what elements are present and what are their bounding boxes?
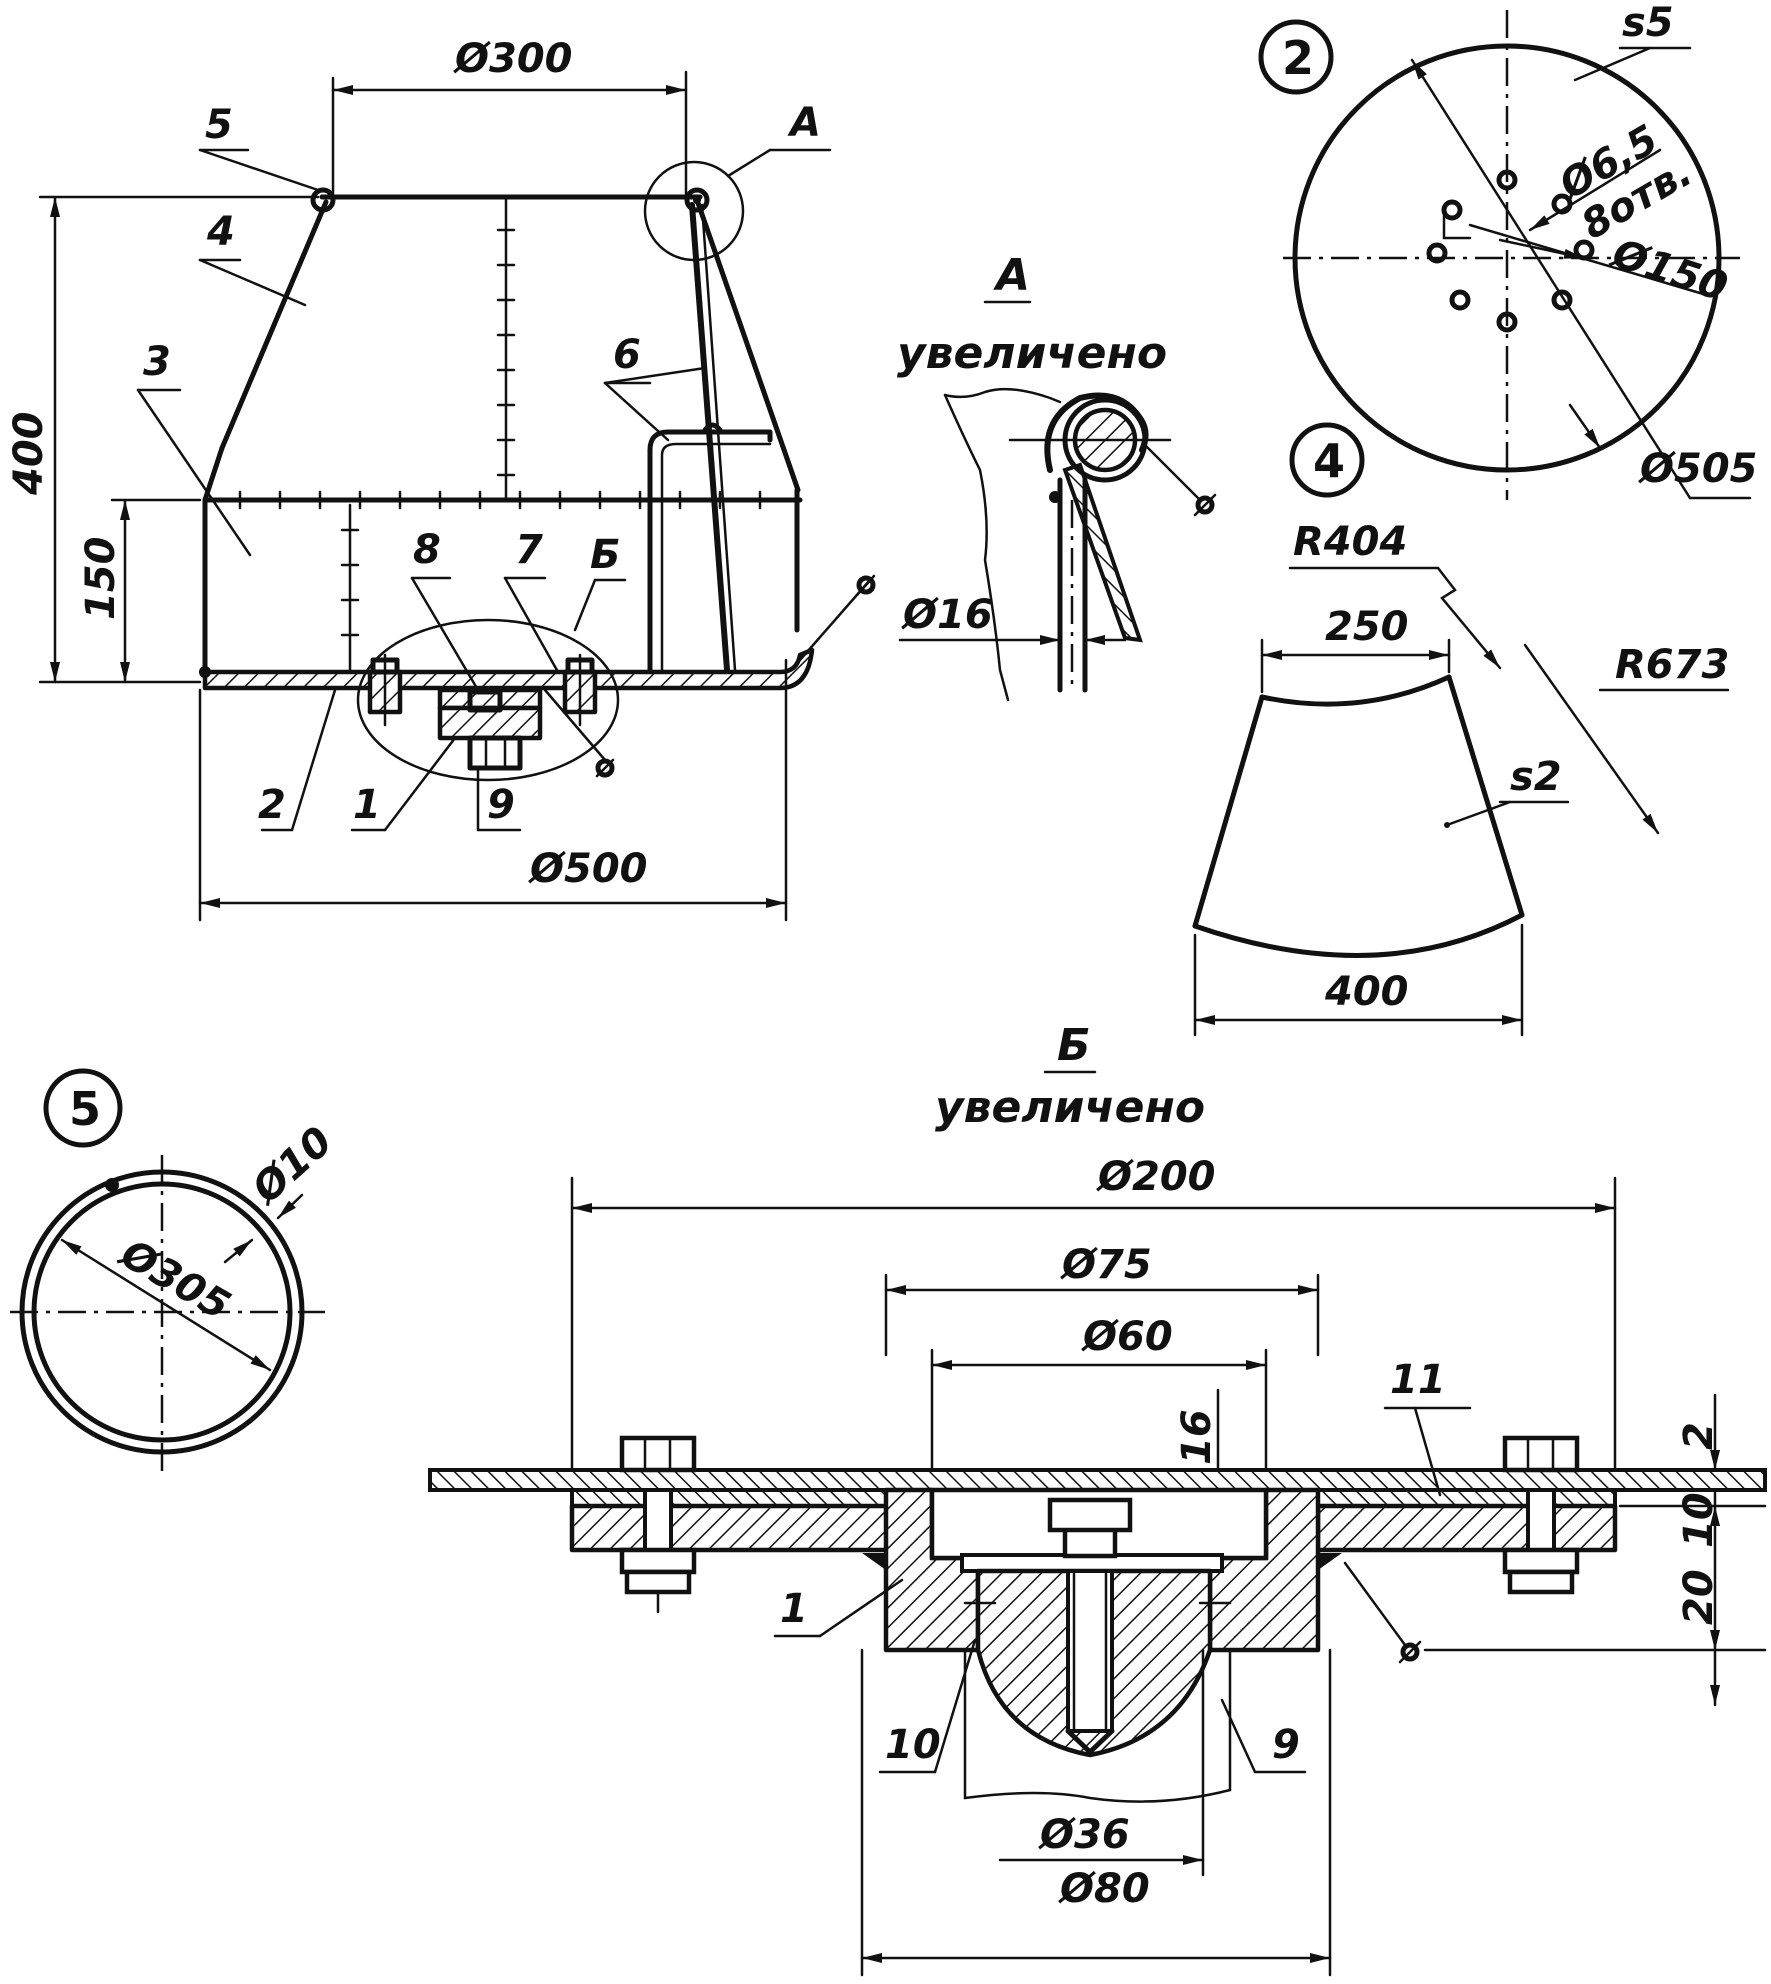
detail-b-callout-ellipse — [356, 618, 620, 782]
detail-a-title-letter: А — [993, 250, 1030, 301]
detail-b-dim-16: 16 — [1174, 1409, 1220, 1465]
dim-height-150: 150 — [78, 537, 124, 621]
main-part-8: 8 — [413, 527, 441, 573]
main-part-1: 1 — [353, 782, 381, 828]
dim-dia-500: Ø500 — [528, 846, 648, 892]
part-5-ring-view: 5 Ø305 Ø10 — [10, 1068, 341, 1475]
part-4-r-673: R673 — [1615, 642, 1729, 688]
detail-b-dim-20: 20 — [1676, 1569, 1722, 1625]
part-4-dim-400: 400 — [1324, 969, 1409, 1015]
part-4-number: 4 — [1313, 434, 1345, 488]
main-part-6: 6 — [613, 332, 641, 378]
detail-b-dim-60: Ø60 — [1081, 1314, 1173, 1360]
main-part-2: 2 — [258, 782, 286, 828]
detail-a-title-word: увеличено — [897, 328, 1167, 379]
part-4-badge — [1289, 422, 1365, 498]
detail-b-title-letter: Б — [1057, 1020, 1091, 1071]
detail-b-dim-75: Ø75 — [1060, 1242, 1152, 1288]
part-2-thickness: s5 — [1622, 0, 1674, 46]
detail-b-title-word: увеличено — [935, 1082, 1205, 1133]
detail-b-dim-200: Ø200 — [1096, 1154, 1216, 1200]
part-5-dim-10: Ø10 — [242, 1118, 341, 1214]
detail-b-part-9: 9 — [1272, 1722, 1300, 1768]
rivet-marks-cylinder — [340, 528, 360, 637]
detail-b-view: Б увеличено Ø200 Ø75 Ø60 16 — [428, 1020, 1767, 1977]
main-part-9: 9 — [487, 782, 515, 828]
main-part-7: 7 — [515, 527, 543, 573]
detail-b-dim-36: Ø36 — [1038, 1812, 1130, 1858]
detail-b-dim-10: 10 — [1676, 1492, 1722, 1548]
part-4-r-404: R404 — [1293, 519, 1407, 565]
detail-b-tag: Б — [590, 532, 621, 578]
part-4-dim-250: 250 — [1325, 604, 1409, 650]
detail-b-part-11: 11 — [1390, 1357, 1446, 1403]
dim-dia-300: Ø300 — [453, 36, 573, 82]
part-2-dim-505: Ø505 — [1638, 446, 1758, 492]
detail-a-tag: А — [787, 100, 821, 146]
main-assembly-view: Ø300 А — [6, 36, 876, 922]
detail-b-part-1: 1 — [780, 1586, 808, 1632]
dim-height-400: 400 — [6, 412, 52, 497]
part-2-dim-150: Ø150 — [1605, 230, 1733, 311]
main-part-5: 5 — [205, 102, 233, 148]
detail-a-dim-16: Ø16 — [901, 592, 993, 638]
detail-a-callout-circle — [643, 160, 745, 262]
rivet-marks-cone — [496, 228, 516, 477]
part-5-badge — [43, 1068, 123, 1148]
main-part-3: 3 — [143, 339, 171, 385]
part-2-badge — [1258, 19, 1334, 95]
detail-b-dim-2: 2 — [1676, 1422, 1722, 1450]
rivet-marks-ring — [238, 490, 762, 510]
detail-a-view: А увеличено Ø16 — [897, 250, 1217, 702]
part-5-number: 5 — [69, 1082, 101, 1136]
part-2-disc-view: 2 Ø505 Ø150 Ø6,5 8отв. s — [1258, 0, 1758, 500]
part-4-development-view: 4 250 400 R404 R673 s2 — [1192, 422, 1729, 1037]
part-2-number: 2 — [1282, 31, 1314, 85]
detail-b-part-10: 10 — [885, 1722, 941, 1768]
detail-b-dim-80: Ø80 — [1058, 1866, 1150, 1912]
part-4-thickness: s2 — [1510, 754, 1562, 800]
main-part-4: 4 — [206, 209, 235, 255]
part-5-dim-305: Ø305 — [111, 1230, 237, 1330]
